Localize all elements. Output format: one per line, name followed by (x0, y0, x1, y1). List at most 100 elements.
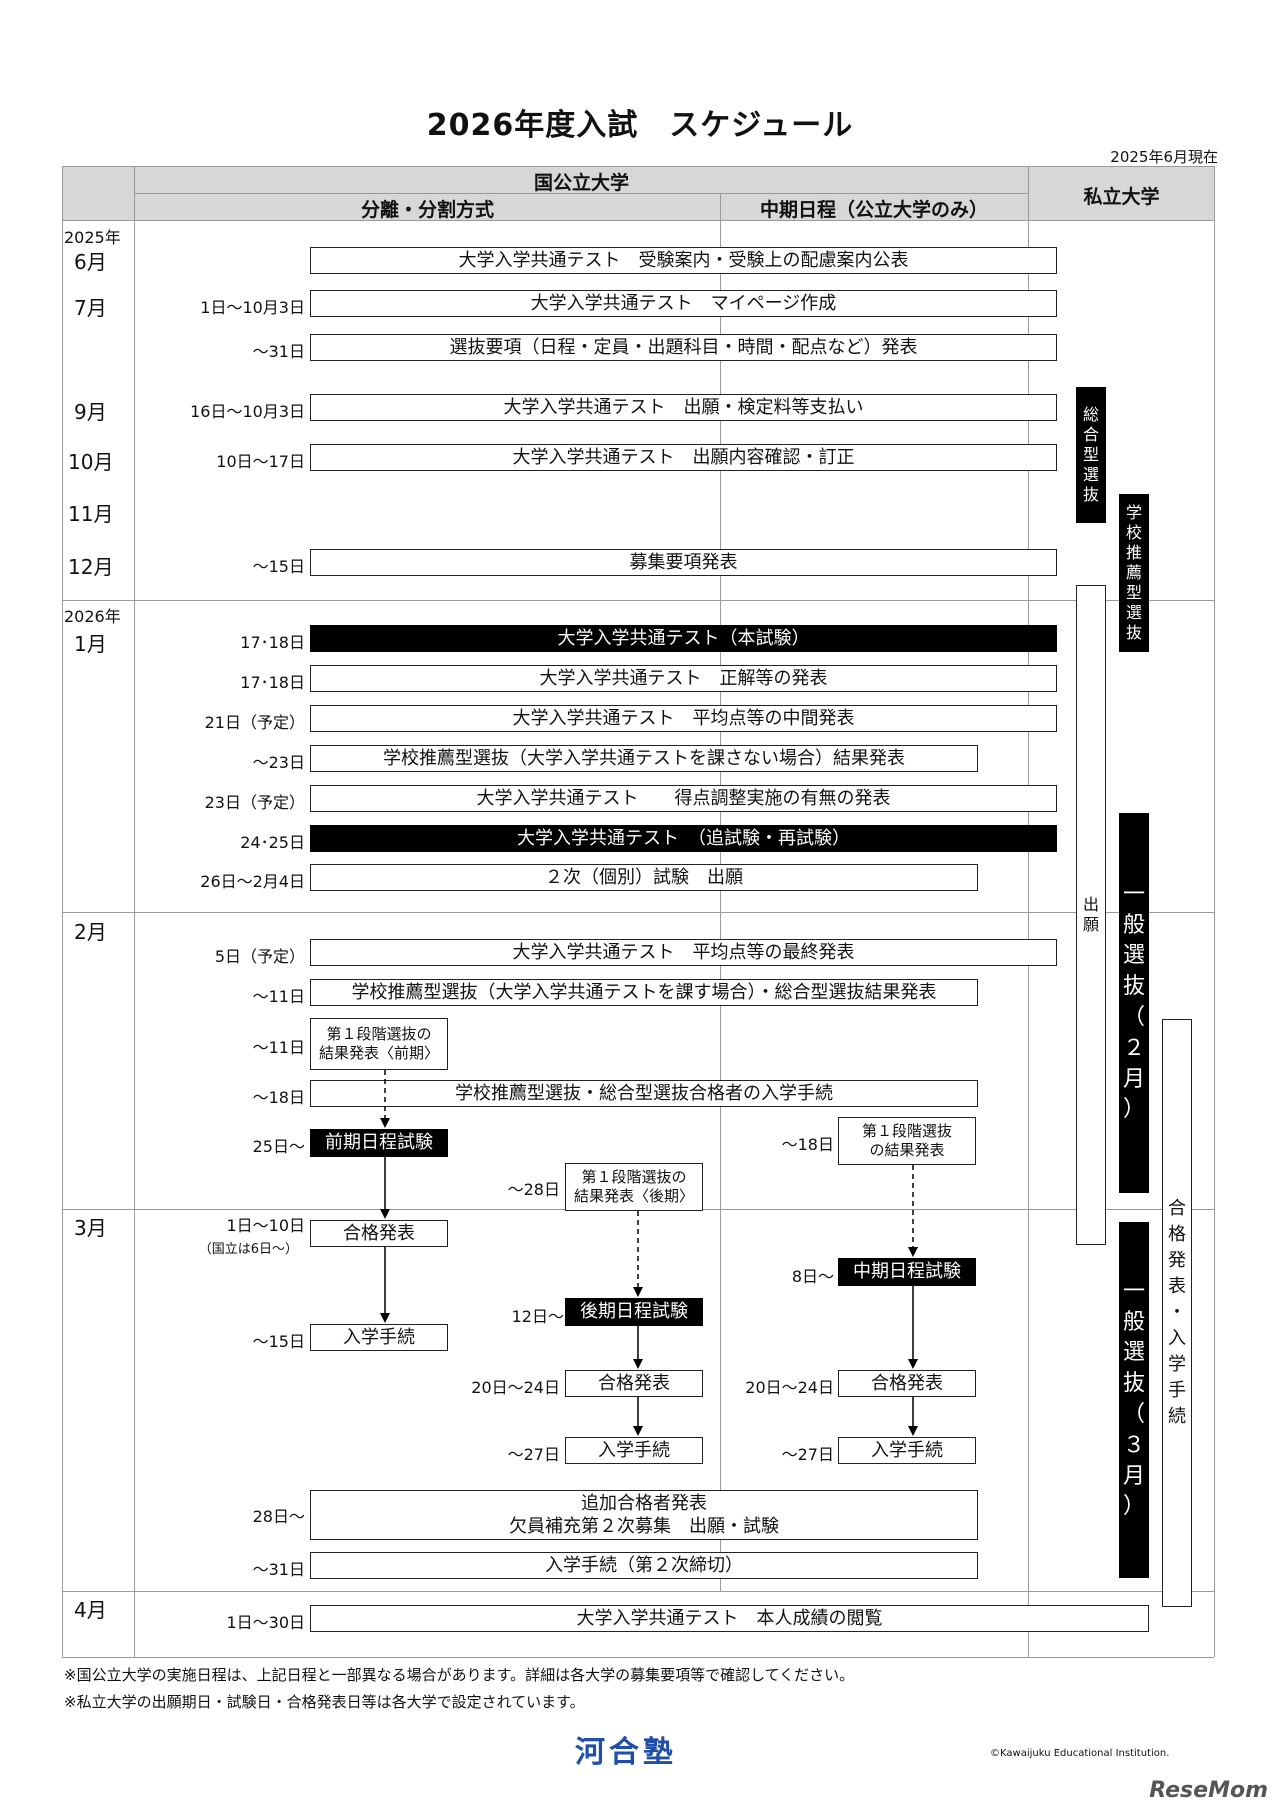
bar-char: 表 (1168, 1275, 1186, 1297)
event-box-first-stage-late: 第１段階選抜の 結果発表〈後期〉 (565, 1163, 703, 1211)
event-box: 学校推薦型選抜（大学入学共通テストを課さない場合）結果発表 (310, 745, 978, 772)
month-label: 4月 (74, 1598, 107, 1622)
date-label: ～11日 (252, 987, 305, 1006)
event-box: 入学手続 (310, 1324, 448, 1351)
header-national: 国公立大学 (533, 172, 629, 194)
month-label: 10月 (68, 450, 114, 474)
header-private-cell (1029, 166, 1214, 220)
year-label: 2025年 (64, 228, 121, 247)
grid-line (62, 600, 1214, 601)
bar-char: 選 (1082, 465, 1099, 484)
bar-char: 般 (1122, 1309, 1145, 1335)
event-text: 欠員補充第２次募集 出願・試験 (509, 1516, 779, 1537)
event-text: 結果発表〈前期〉 (318, 1044, 439, 1062)
event-box-highlight: 中期日程試験 (838, 1258, 976, 1286)
footnote: ※国公立大学の実施日程は、上記日程と一部異なる場合があります。詳細は各大学の募集… (64, 1666, 855, 1684)
bar-char: 月 (1122, 1066, 1145, 1092)
bar-char: 薦 (1125, 563, 1142, 582)
date-label: ～27日 (507, 1445, 560, 1464)
grid-line (62, 220, 1214, 221)
event-text: 第１段階選抜の (581, 1167, 687, 1186)
month-label: 2月 (74, 920, 107, 944)
date-label: ～31日 (252, 1560, 305, 1579)
bar-char: 一 (1122, 1278, 1145, 1304)
event-box: 入学手続 (565, 1437, 703, 1464)
event-box: 募集要項発表 (310, 549, 1057, 576)
date-label: ～31日 (252, 342, 305, 361)
date-label: 23日（予定） (204, 793, 305, 812)
bar-char: 格 (1168, 1223, 1186, 1245)
bar-char: ・ (1168, 1301, 1186, 1323)
date-label-note: （国立は6日～） (198, 1242, 298, 1257)
event-text: 第１段階選抜の (326, 1024, 432, 1043)
bar-char: 手 (1168, 1380, 1186, 1402)
bar-char: 合 (1082, 425, 1099, 444)
date-label: 21日（予定） (204, 713, 305, 732)
event-box-highlight: 大学入学共通テスト （追試験・再試験） (310, 825, 1057, 852)
bar-char: ） (1122, 1494, 1145, 1520)
date-label: 26日～2月4日 (200, 872, 305, 891)
event-box-highlight: 後期日程試験 (565, 1298, 703, 1326)
private-bar-shutsugan: 出 願 (1076, 585, 1106, 1245)
event-box-first-stage-mid: 第１段階選抜 の結果発表 (838, 1117, 976, 1165)
grid-line (62, 166, 63, 1657)
date-label: 20日～24日 (471, 1378, 560, 1397)
bar-char: 学 (1168, 1354, 1186, 1376)
date-label: ～15日 (252, 557, 305, 576)
event-box: 合格発表 (565, 1370, 703, 1397)
grid-line (62, 1657, 1214, 1658)
event-box: ２次（個別）試験 出願 (310, 864, 978, 891)
bar-char: ） (1122, 1097, 1145, 1123)
grid-line (62, 166, 1214, 167)
date-label: 12日～ (511, 1307, 564, 1326)
copyright: ©Kawaijuku Educational Institution. (990, 1748, 1170, 1759)
bar-char: 発 (1168, 1249, 1186, 1271)
kawaijuku-logo: 河合塾 (575, 1735, 677, 1770)
event-box: 入学手続（第２次締切） (310, 1552, 978, 1579)
event-box: 学校推薦型選抜・総合型選抜合格者の入学手続 (310, 1080, 978, 1107)
event-box-highlight: 大学入学共通テスト（本試験） (310, 625, 1057, 652)
bar-char: 一 (1122, 881, 1145, 907)
event-text: の結果発表 (869, 1141, 945, 1159)
date-label: ～27日 (781, 1445, 834, 1464)
bar-char: 入 (1168, 1328, 1186, 1350)
month-label: 7月 (74, 296, 107, 320)
watermark: ReseMom (1149, 1778, 1268, 1803)
grid-line (1214, 166, 1215, 1657)
bar-char: 選 (1125, 603, 1142, 622)
event-box-additional: 追加合格者発表 欠員補充第２次募集 出願・試験 (310, 1490, 978, 1540)
private-bar-gokaku: 合 格 発 表 ・ 入 学 手 続 (1162, 1019, 1192, 1607)
private-bar-sogo: 総 合 型 選 抜 (1076, 387, 1106, 523)
event-box: 大学入学共通テスト 平均点等の最終発表 (310, 939, 1057, 966)
date-label: ～18日 (252, 1088, 305, 1107)
bar-char: 抜 (1125, 623, 1142, 642)
bar-char: 合 (1168, 1197, 1186, 1219)
event-box: 選抜要項（日程・定員・出題科目・時間・配点など）発表 (310, 334, 1057, 361)
event-box: 合格発表 (310, 1220, 448, 1247)
date-label: 16日～10月3日 (190, 402, 305, 421)
date-label: 8日～ (791, 1267, 834, 1286)
event-box: 学校推薦型選抜（大学入学共通テストを課す場合）・総合型選抜結果発表 (310, 979, 978, 1006)
date-label: ～28日 (507, 1180, 560, 1199)
bar-char: （ (1122, 1402, 1145, 1427)
bar-char: 願 (1082, 915, 1099, 934)
date-label: 20日～24日 (745, 1378, 834, 1397)
month-label: 9月 (74, 400, 107, 424)
grid-line (1028, 166, 1029, 1657)
date-label: ～11日 (252, 1038, 305, 1057)
bar-char: 般 (1122, 912, 1145, 938)
page-title: 2026年度入試 スケジュール (426, 108, 854, 143)
month-label: 6月 (74, 250, 107, 274)
month-label: 1月 (74, 632, 107, 656)
bar-char: 型 (1125, 583, 1142, 602)
bar-char: 校 (1125, 523, 1142, 542)
date-label: 1日～10日 (226, 1216, 305, 1235)
bar-char: 抜 (1122, 974, 1145, 1000)
bar-char: 続 (1168, 1406, 1186, 1428)
as-of-date: 2025年6月現在 (1110, 148, 1218, 166)
event-box: 大学入学共通テスト 出願・検定料等支払い (310, 394, 1057, 421)
month-label: 11月 (68, 502, 114, 526)
footnote: ※私立大学の出願期日・試験日・合格発表日等は各大学で設定されています。 (64, 1693, 585, 1711)
month-label: 12月 (68, 555, 114, 579)
